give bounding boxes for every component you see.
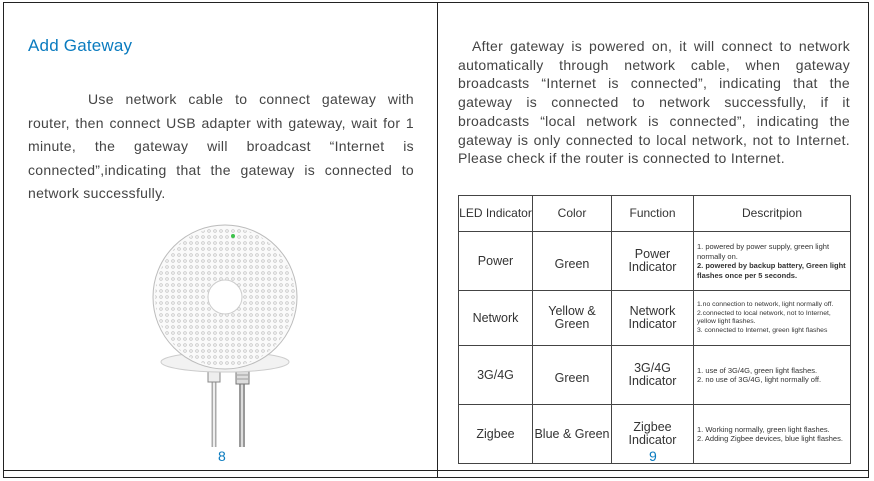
description-line: 1.no connection to network, light normal… [697, 301, 834, 308]
description-line: 1. use of 3G/4G, green light flashes. [697, 365, 818, 375]
gateway-device-icon [152, 224, 298, 447]
description-line: 3. connected to Internet, green light fl… [697, 326, 828, 334]
right-paragraph-text: After gateway is powered on, it will con… [458, 38, 850, 167]
cell-description: 1.no connection to network, light normal… [693, 290, 851, 346]
cell-function: Zigbee Indicator [611, 404, 694, 464]
page-number-right: 9 [649, 448, 657, 464]
description-line: 2. powered by backup battery, Green ligh… [697, 261, 846, 280]
page-divider [437, 2, 438, 478]
cell-function: Power Indicator [611, 231, 694, 291]
table-header-row: LED Indicator Color Function Descritpion [458, 195, 851, 232]
right-paragraph: After gateway is powered on, it will con… [458, 37, 850, 168]
header-led: LED Indicator [458, 195, 533, 232]
cell-led: Zigbee [458, 404, 533, 464]
description-line: 2.connected to local network, not to Int… [697, 309, 831, 326]
table-row: Power Green Power Indicator 1. powered b… [458, 231, 851, 291]
cell-description: 1. Working normally, green light flashes… [693, 404, 851, 464]
cell-led: Network [458, 290, 533, 346]
description-line: 2. no use of 3G/4G, light normally off. [697, 375, 822, 384]
header-description: Descritpion [693, 195, 851, 232]
cell-description: 1. use of 3G/4G, green light flashes. 2.… [693, 345, 851, 405]
cell-color: Green [532, 231, 612, 291]
cell-led: Power [458, 231, 533, 291]
cell-led: 3G/4G [458, 345, 533, 405]
cell-color: Green [532, 345, 612, 405]
cell-color: Yellow & Green [532, 290, 612, 346]
table-row: Zigbee Blue & Green Zigbee Indicator 1. … [458, 404, 851, 464]
page-frame [3, 2, 869, 478]
cell-function: 3G/4G Indicator [611, 345, 694, 405]
left-paragraph: Use network cable to connect gateway wit… [28, 88, 414, 206]
section-title: Add Gateway [28, 36, 133, 55]
cell-color-text: Green [554, 256, 590, 271]
cell-description: 1. powered by power supply, green light … [693, 231, 851, 291]
description-line: 1. Working normally, green light flashes… [697, 424, 830, 434]
description-line: 1. powered by power supply, green light … [697, 242, 830, 261]
description-line: 2. Adding Zigbee devices, blue light fla… [697, 434, 843, 443]
bottom-rule [3, 470, 869, 471]
table-row: Network Yellow & Green Network Indicator… [458, 290, 851, 346]
cell-color: Blue & Green [532, 404, 612, 464]
page-number-left: 8 [218, 448, 226, 464]
led-indicator-table: LED Indicator Color Function Descritpion… [458, 195, 851, 464]
cell-function: Network Indicator [611, 290, 694, 346]
table-row: 3G/4G Green 3G/4G Indicator 1. use of 3G… [458, 345, 851, 405]
left-paragraph-text: Use network cable to connect gateway wit… [28, 91, 414, 201]
header-color: Color [532, 195, 612, 232]
cell-color-text: Green [554, 370, 590, 385]
header-function: Function [611, 195, 694, 232]
